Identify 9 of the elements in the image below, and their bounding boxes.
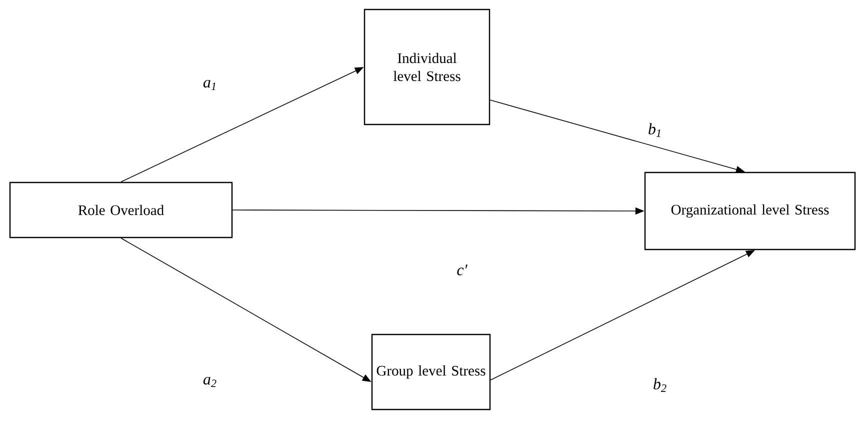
edge-label: c′ xyxy=(456,264,468,276)
edge-label: a$_{2}$ xyxy=(202,376,218,388)
process-box: Individual level Stress xyxy=(364,8,490,126)
process-box: Group level Stress xyxy=(371,334,491,410)
edge-label: a$_{1}$ xyxy=(202,78,218,92)
process-box: Organizational level Stress xyxy=(644,172,856,250)
process-box: Role Overload xyxy=(9,182,233,238)
edge-label: b$_{1}$ xyxy=(646,122,664,138)
edge-label: b$_{2}$ xyxy=(652,377,668,393)
